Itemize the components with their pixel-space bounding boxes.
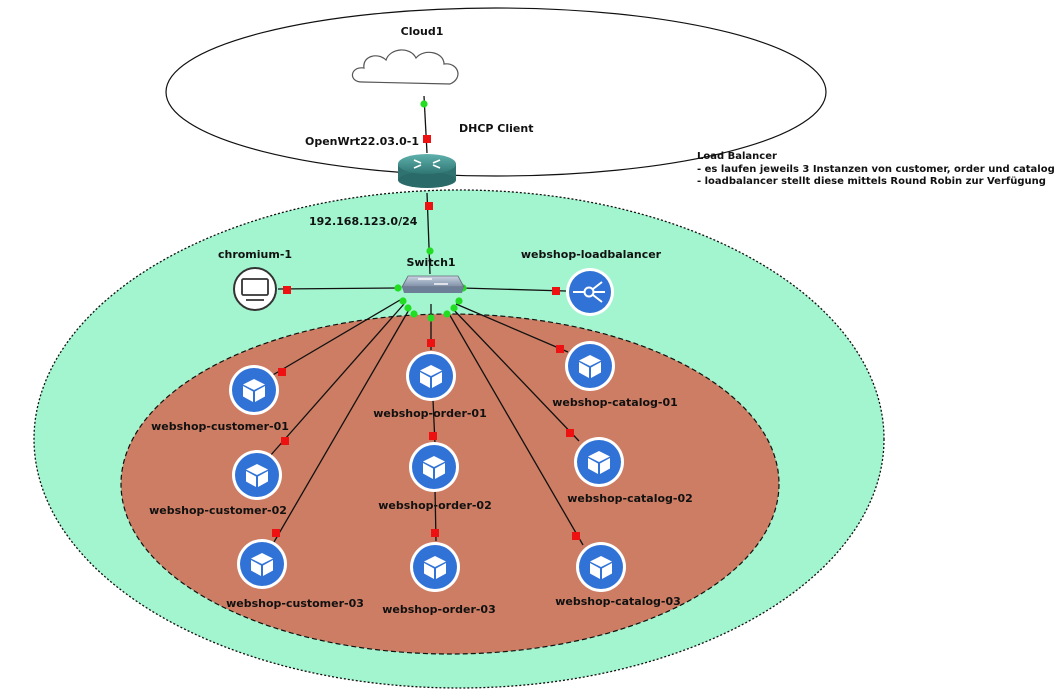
link-switch-catalog-03[interactable] [447, 311, 584, 546]
port-endpoint [272, 529, 280, 537]
port-up-indicator [450, 304, 458, 312]
link-switch-customer-03[interactable] [273, 307, 411, 543]
port-endpoint [566, 429, 574, 437]
container-node-catalog-02[interactable] [574, 437, 624, 487]
port-endpoint [572, 532, 580, 540]
port-endpoint [283, 286, 291, 294]
router-label: OpenWrt22.03.0-1 [305, 135, 419, 148]
link-switch-catalog-02[interactable] [451, 307, 580, 442]
catalog-02-label: webshop-catalog-02 [567, 492, 693, 505]
link-switch-customer-01[interactable] [265, 299, 401, 380]
container-node-catalog-03[interactable] [576, 542, 626, 592]
cube-icon [588, 451, 610, 474]
port-up-indicator [404, 304, 412, 312]
chromium-label: chromium-1 [217, 248, 293, 261]
container-node-catalog-01[interactable] [565, 341, 615, 391]
port-endpoint [427, 339, 435, 347]
port-endpoint [281, 437, 289, 445]
port-endpoint [429, 432, 437, 440]
link-switch-catalog-01[interactable] [455, 303, 569, 353]
switch-label: Switch1 [406, 256, 456, 269]
router-annotation: DHCP Client [459, 122, 534, 135]
links [265, 95, 584, 546]
link-switch-chromium[interactable] [277, 287, 399, 290]
order-02-label: webshop-order-02 [378, 499, 492, 512]
port-up-indicator [426, 247, 434, 255]
cube-icon [243, 379, 265, 402]
computer-icon[interactable] [233, 267, 277, 311]
port-up-indicator [410, 310, 418, 318]
container-node-customer-02[interactable] [232, 450, 282, 500]
port-up-indicator [394, 284, 402, 292]
port-up-indicator [399, 297, 407, 305]
customer-03-label: webshop-customer-03 [226, 597, 364, 610]
port-endpoint [431, 529, 439, 537]
cube-icon [579, 355, 601, 378]
port-up-indicator [427, 314, 435, 322]
note-line-2: - loadbalancer stellt diese mittels Roun… [697, 176, 1046, 187]
port-endpoint [552, 287, 560, 295]
loadbalancer-label: webshop-loadbalancer [520, 248, 662, 261]
container-node-order-03[interactable] [410, 542, 460, 592]
port-endpoint [556, 345, 564, 353]
cube-icon [251, 553, 273, 576]
port-up-indicator [420, 100, 428, 108]
cube-icon [423, 456, 445, 479]
port-endpoint [423, 135, 431, 143]
customer-01-label: webshop-customer-01 [151, 420, 289, 433]
cloud-icon[interactable] [351, 49, 459, 85]
port-endpoint [425, 202, 433, 210]
router-icon[interactable] [398, 154, 456, 188]
container-node-order-01[interactable] [406, 351, 456, 401]
order-01-label: webshop-order-01 [373, 407, 487, 420]
loadbalancer-icon[interactable] [566, 268, 614, 316]
catalog-01-label: webshop-catalog-01 [552, 396, 678, 409]
order-03-label: webshop-order-03 [382, 603, 496, 616]
container-node-customer-03[interactable] [237, 539, 287, 589]
customer-02-label: webshop-customer-02 [149, 504, 287, 517]
cube-icon [590, 556, 612, 579]
port-endpoint [278, 368, 286, 376]
link-endpoint-squares [272, 135, 580, 540]
cloud-zone [165, 7, 827, 177]
container-node-customer-01[interactable] [229, 365, 279, 415]
link-switch-loadbalancer[interactable] [461, 287, 567, 292]
subnet-label: 192.168.123.0/24 [309, 215, 418, 228]
catalog-03-label: webshop-catalog-03 [555, 595, 681, 608]
cube-icon [246, 464, 268, 487]
note-title: Load Balancer [697, 151, 777, 162]
cube-icon [420, 365, 442, 388]
port-up-indicator [443, 310, 451, 318]
annotation-note: Load Balancer - es laufen jeweils 3 Inst… [697, 151, 1054, 189]
switch-icon[interactable] [401, 275, 465, 293]
container-node-order-02[interactable] [409, 442, 459, 492]
note-line-1: - es laufen jeweils 3 Instanzen von cust… [697, 163, 1054, 175]
port-up-indicator [455, 297, 463, 305]
link-switch-customer-02[interactable] [269, 303, 405, 457]
cloud-label: Cloud1 [400, 25, 444, 38]
cube-icon [424, 556, 446, 579]
